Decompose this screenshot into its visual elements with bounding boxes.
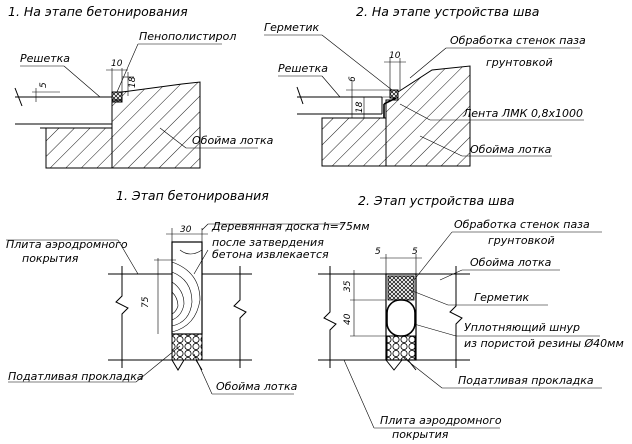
top-left-detail: 1. На этапе бетонирования 10 5 (8, 4, 274, 169)
dim-5-top-left: 5 (39, 82, 49, 88)
board-label: Деревянная доска h=75мм (211, 220, 370, 233)
slab-outline-left (108, 266, 252, 368)
dim-10-top-right: 10 (389, 51, 401, 61)
holder-label-bottom-left: Обойма лотка (216, 380, 298, 393)
pad-label-left: Податливая прокладка (8, 370, 144, 383)
dim-10-top-left: 10 (111, 59, 123, 69)
after-label-1: после затвердения (212, 236, 324, 249)
compressible-pad-right (386, 335, 416, 361)
holder-label-top-right: Обойма лотка (470, 143, 552, 156)
dim-6-top-right: 6 (348, 76, 358, 82)
cord-label-1: Уплотняющий шнур (464, 321, 580, 334)
sealant-label-top: Герметик (264, 21, 320, 34)
compressible-pad-left (171, 333, 203, 361)
bottom-left-dimensions: 30 75 (141, 225, 208, 334)
slab-outline-right (318, 266, 470, 368)
dim-5-left: 5 (375, 247, 381, 257)
grate-label-top-left: Решетка (20, 52, 70, 65)
treatment-label-top-1: Обработка стенок паза (450, 34, 586, 47)
holder-body (45, 81, 201, 169)
treatment-label-top-2: грунтовкой (486, 56, 553, 69)
sealant-block (387, 275, 415, 301)
treatment-label-bottom-1: Обработка стенок паза (454, 218, 590, 231)
treatment-label-bottom-2: грунтовкой (488, 234, 555, 247)
grate-slab (14, 87, 113, 129)
slab-label-left-2: покрытия (22, 252, 79, 265)
bottom-left-title: 1. Этап бетонирования (116, 188, 269, 203)
dim-75: 75 (141, 296, 151, 308)
sealant-label-bottom: Герметик (474, 291, 530, 304)
dim-35: 35 (343, 280, 353, 292)
bottom-right-detail: 2. Этап устройства шва 5 5 35 40 (318, 193, 624, 441)
foam-insert (111, 91, 123, 103)
dim-5-right: 5 (412, 247, 418, 257)
wooden-board (171, 241, 203, 335)
dim-18-top-right: 18 (355, 101, 365, 113)
grate-label-top-right: Решетка (278, 62, 328, 75)
foam-label: Пенополистирол (139, 30, 236, 43)
holder-label-top-left: Обойма лотка (192, 134, 274, 147)
dim-30: 30 (180, 225, 192, 235)
dim-40: 40 (343, 313, 353, 325)
bottom-right-dimensions: 5 5 35 40 (343, 247, 422, 337)
tape-label: Лента ЛМК 0,8x1000 (462, 107, 583, 120)
dim-18-top-left: 18 (128, 76, 138, 88)
bottom-right-leaders (343, 231, 602, 429)
slab-label-right-2: покрытия (392, 428, 449, 441)
tape-strip (383, 97, 397, 118)
sealant-fill (389, 89, 399, 99)
bottom-left-detail: 1. Этап бетонирования 30 (6, 188, 370, 395)
bottom-right-title: 2. Этап устройства шва (358, 193, 515, 208)
top-right-dimensions: 10 6 18 (346, 51, 406, 118)
after-label-2: бетона извлекается (212, 248, 329, 261)
top-right-leaders (264, 34, 584, 157)
top-right-detail: 2. На этапе устройства шва 10 6 18 (264, 4, 586, 167)
cord-label-2: из пористой резины Ø40мм (464, 337, 624, 350)
slab-label-left-1: Плита аэродромного (6, 238, 128, 251)
top-left-leaders (20, 43, 258, 149)
slab-label-right-1: Плита аэродромного (380, 414, 502, 427)
top-right-title: 2. На этапе устройства шва (356, 4, 539, 19)
holder-label-bottom-right: Обойма лотка (470, 256, 552, 269)
grate-slab-right (296, 86, 383, 119)
pad-label-right: Податливая прокладка (458, 374, 594, 387)
rubber-cord (386, 299, 416, 337)
top-left-dimensions: 10 5 18 (32, 59, 138, 102)
top-left-title: 1. На этапе бетонирования (8, 4, 188, 19)
holder-body-right (321, 65, 471, 167)
bottom-left-leaders (6, 223, 344, 395)
